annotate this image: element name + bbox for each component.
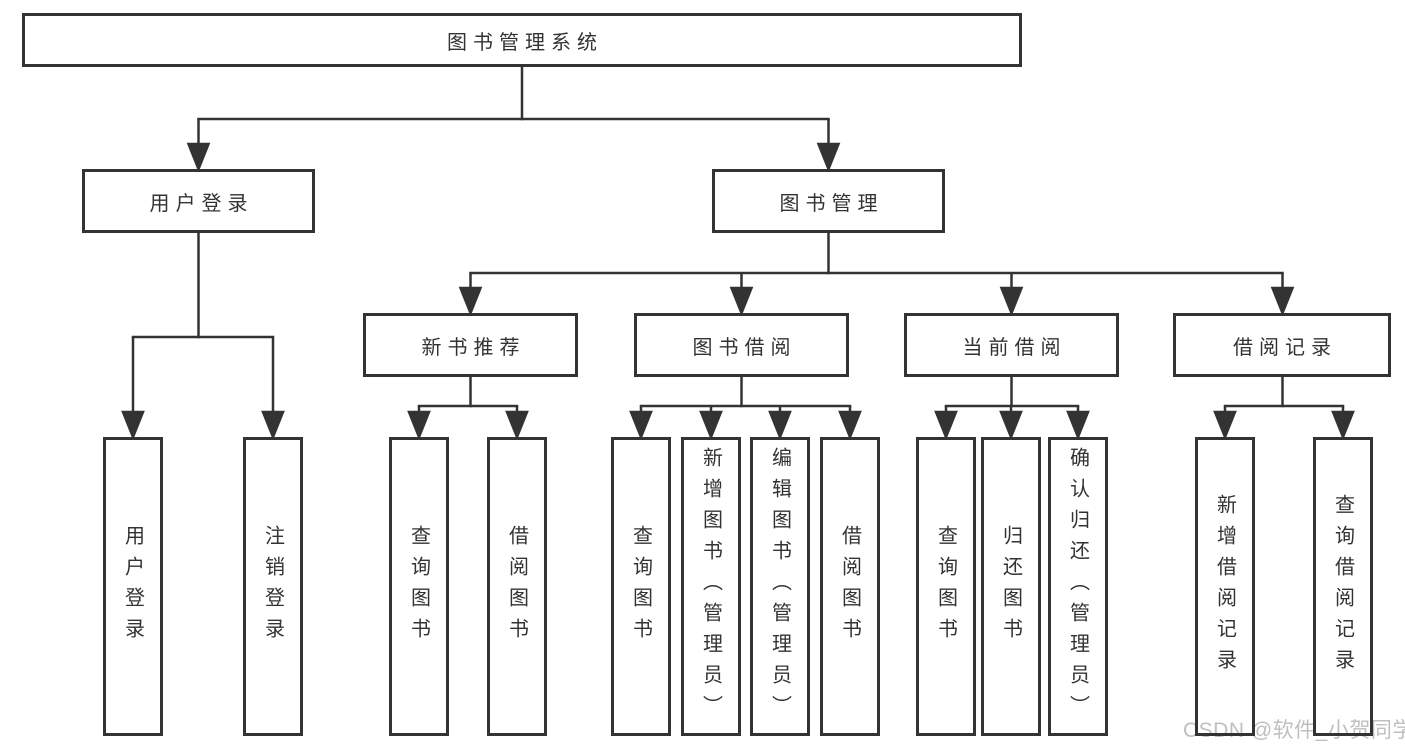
edges-book-management-to-level3 — [458, 233, 1295, 317]
edge-arrowhead — [999, 286, 1024, 317]
node-label: 图书管理 — [779, 192, 884, 215]
node-label: 查询图书 — [407, 524, 430, 649]
csdn-watermark: CSDN @软件_小贺同学 — [1183, 719, 1405, 742]
edge-arrowhead — [1270, 286, 1295, 317]
node-label: 借阅图书 — [838, 524, 861, 649]
node-leaf-borrowing-add-books-admin: 新增图书（管理员） — [681, 437, 741, 736]
node-label: 当前借阅 — [962, 336, 1067, 359]
edge-arrowhead — [838, 410, 862, 441]
node-label: 用户登录 — [121, 524, 144, 649]
node-label: 查询图书 — [629, 524, 652, 649]
node-leaf-current-return-books: 归还图书 — [981, 437, 1041, 736]
edge-arrowhead — [121, 410, 145, 441]
edge-arrowhead — [261, 410, 285, 441]
node-label: 图书管理系统 — [447, 31, 603, 54]
node-leaf-record-query-borrow-record: 查询借阅记录 — [1313, 437, 1373, 736]
node-label: 借阅记录 — [1233, 336, 1337, 359]
node-label: 确认归还（管理员） — [1066, 447, 1089, 726]
node-label: 借阅图书 — [505, 524, 528, 649]
edge-arrowhead — [186, 142, 211, 173]
edge-arrowhead — [458, 286, 483, 317]
edge-arrowhead — [934, 410, 958, 441]
edges-borrowing-records-to-leaves — [1213, 377, 1355, 441]
edge-arrowhead — [999, 410, 1023, 441]
node-leaf-newbook-query-books: 查询图书 — [389, 437, 449, 736]
node-book-management: 图书管理 — [712, 169, 945, 233]
node-label: 归还图书 — [999, 524, 1022, 649]
node-leaf-record-add-borrow-record: 新增借阅记录 — [1195, 437, 1255, 736]
node-leaf-borrowing-query-books: 查询图书 — [611, 437, 671, 736]
edge-arrowhead — [1066, 410, 1090, 441]
node-label: 用户登录 — [149, 192, 254, 215]
node-borrowing-records: 借阅记录 — [1173, 313, 1391, 377]
node-label: 图书借阅 — [692, 336, 797, 359]
node-new-book-recommendation: 新书推荐 — [363, 313, 578, 377]
edge-arrowhead — [1213, 410, 1237, 441]
node-leaf-borrowing-borrow-books: 借阅图书 — [820, 437, 880, 736]
edge-arrowhead — [505, 410, 529, 441]
edges-root-to-level2 — [186, 67, 841, 173]
node-label: 新增图书（管理员） — [699, 447, 722, 726]
node-label: 查询借阅记录 — [1331, 493, 1354, 680]
node-label: 新书推荐 — [421, 336, 526, 359]
node-leaf-user-login: 用户登录 — [103, 437, 163, 736]
node-leaf-newbook-borrow-books: 借阅图书 — [487, 437, 547, 736]
edge-arrowhead — [407, 410, 431, 441]
node-label: 查询图书 — [934, 524, 957, 649]
node-label: 编辑图书（管理员） — [768, 447, 791, 726]
edge-arrowhead — [729, 286, 754, 317]
node-label: 注销登录 — [261, 524, 284, 649]
node-current-borrowing: 当前借阅 — [904, 313, 1119, 377]
edge-arrowhead — [768, 410, 792, 441]
edge-arrowhead — [1331, 410, 1355, 441]
edge-arrowhead — [629, 410, 653, 441]
edges-user-login-to-leaves — [121, 233, 285, 441]
node-leaf-current-confirm-return-admin: 确认归还（管理员） — [1048, 437, 1108, 736]
node-leaf-borrowing-edit-books-admin: 编辑图书（管理员） — [750, 437, 810, 736]
node-label: 新增借阅记录 — [1213, 493, 1236, 680]
node-book-borrowing: 图书借阅 — [634, 313, 849, 377]
node-library-management-system: 图书管理系统 — [22, 13, 1022, 67]
node-user-login: 用户登录 — [82, 169, 315, 233]
edges-book-borrowing-to-leaves — [629, 377, 862, 441]
node-leaf-logout: 注销登录 — [243, 437, 303, 736]
edges-new-book-to-leaves — [407, 377, 529, 441]
edge-arrowhead — [699, 410, 723, 441]
edge-arrowhead — [816, 142, 841, 173]
node-leaf-current-query-books: 查询图书 — [916, 437, 976, 736]
edges-current-borrowing-to-leaves — [934, 377, 1090, 441]
